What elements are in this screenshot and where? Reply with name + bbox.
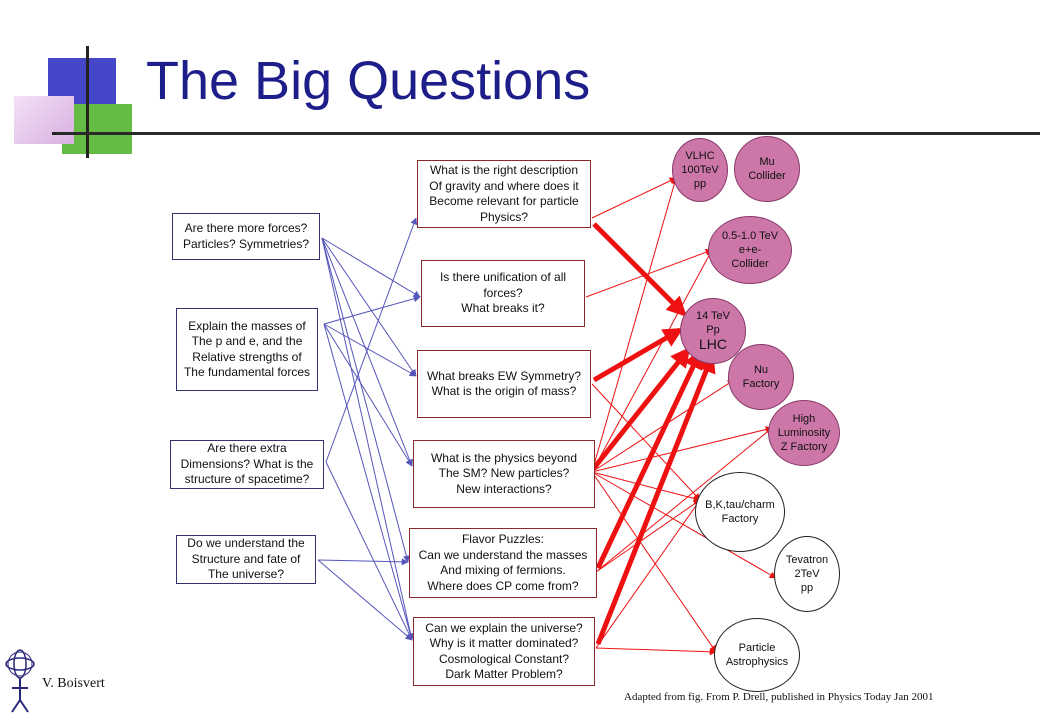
facility-lhc-label: 14 TeV Pp (695, 310, 731, 336)
deco-vertical-line (86, 46, 89, 158)
arrow-L2-to-M2 (323, 295, 421, 325)
facility-ee-collider: 0.5-1.0 TeV e+e- Collider (708, 216, 792, 284)
arrow-L2-to-M4 (323, 323, 413, 467)
arrow-M4-to-BK (591, 471, 701, 502)
arrow-M6-to-PA (595, 647, 717, 656)
source-credit: Adapted from fig. From P. Drell, publish… (624, 691, 934, 703)
arrow-M5-to-BK (595, 499, 701, 573)
page-title: The Big Questions (146, 51, 591, 111)
thick-arrow-M4-to-LHC (592, 346, 691, 470)
facility-bk-tau-charm: B,K,tau/charm Factory (695, 472, 785, 552)
author-name: V. Boisvert (42, 676, 105, 691)
thick-arrow-M1-to-LHC (592, 222, 687, 317)
left-question-forces: Are there more forces? Particles? Symmet… (172, 213, 320, 260)
facility-lhc-emphasis: LHC (698, 336, 727, 352)
facility-vlhc: VLHC 100TeV pp (672, 138, 728, 202)
arrow-M4-to-PA (591, 471, 717, 653)
facility-mu-collider: Mu Collider (734, 136, 800, 202)
left-question-universe: Do we understand the Structure and fate … (176, 535, 316, 584)
thick-arrow-M6-to-LHC (595, 352, 716, 645)
arrow-M4-to-HLZ (591, 426, 773, 473)
arrow-M5-to-HLZ (595, 427, 773, 573)
arrow-L2-to-M3 (323, 323, 417, 377)
middle-question-explain-universe: Can we explain the universe? Why is it m… (413, 617, 595, 686)
arrow-M1-to-VLHC (591, 177, 677, 219)
arrow-L3-to-M6 (325, 461, 413, 641)
arrow-M3-to-BK (591, 383, 701, 501)
middle-question-beyond-sm: What is the physics beyond The SM? New p… (413, 440, 595, 508)
thick-arrow-M3-to-LHC (592, 327, 684, 383)
facility-particle-astrophysics: Particle Astrophysics (714, 618, 800, 692)
arrow-M6-to-BK (595, 499, 701, 649)
arrow-L3-to-M1 (325, 217, 418, 463)
arrow-L4-to-M5 (317, 558, 409, 566)
arrow-L1-to-M2 (321, 237, 421, 298)
facility-high-luminosity-z: High Luminosity Z Factory (768, 400, 840, 466)
arrow-L1-to-M5 (321, 237, 410, 563)
arrow-L2-to-M6 (323, 323, 414, 641)
arrow-L4-to-M6 (317, 559, 413, 641)
facility-nu-factory: Nu Factory (728, 344, 794, 410)
arrow-M4-to-VLHC (591, 177, 678, 473)
arrow-L1-to-M3 (321, 237, 417, 377)
thick-arrow-M5-to-LHC (595, 348, 703, 570)
middle-question-gravity: What is the right description Of gravity… (417, 160, 591, 228)
arrow-M4-to-EE (591, 249, 713, 473)
title-divider (56, 132, 1040, 135)
deco-pink-square (14, 96, 74, 144)
atlas-logo (5, 649, 35, 713)
left-question-dimensions: Are there extra Dimensions? What is the … (170, 440, 324, 489)
left-question-masses: Explain the masses of The p and e, and t… (176, 308, 318, 391)
facility-tevatron: Tevatron 2TeV pp (774, 536, 840, 612)
middle-question-flavor: Flavor Puzzles: Can we understand the ma… (409, 528, 597, 598)
arrow-L1-to-M6 (321, 237, 415, 641)
middle-question-ew-symmetry: What breaks EW Symmetry? What is the ori… (417, 350, 591, 418)
corner-decoration (0, 0, 142, 170)
middle-question-unification: Is there unification of all forces? What… (421, 260, 585, 327)
arrow-M4-to-TEV (591, 471, 777, 579)
